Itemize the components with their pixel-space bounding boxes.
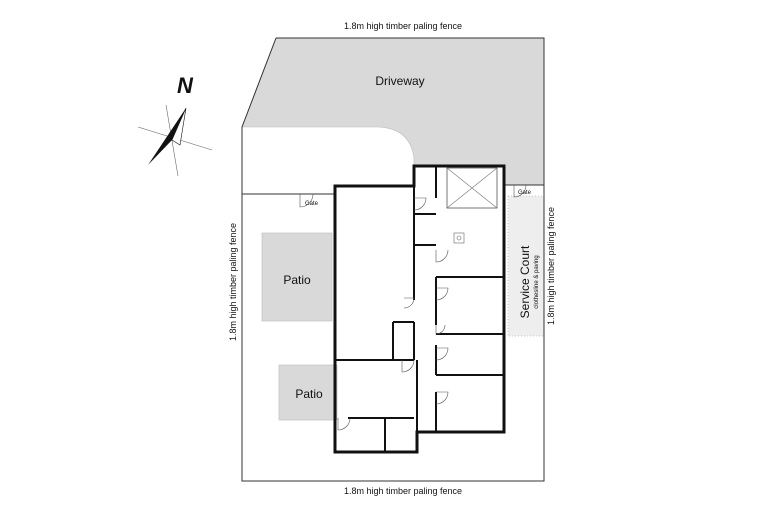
patio-upper: [261, 232, 333, 322]
north-arrow: [137, 104, 213, 177]
fence-label-bottom: 1.8m high timber paling fence: [344, 486, 462, 496]
site-boundary: [241, 37, 545, 482]
gate-right-swing: [513, 184, 527, 198]
patio-lower-label: Patio: [295, 387, 323, 401]
patio-upper-label: Patio: [283, 273, 311, 287]
fence-label-right: 1.8m high timber paling fence: [546, 207, 556, 325]
house-outline: [333, 164, 506, 454]
fence-label-top: 1.8m high timber paling fence: [344, 21, 462, 31]
service-court-label: Service Court: [518, 245, 532, 318]
north-label: N: [177, 73, 194, 98]
patio-lower: [278, 364, 338, 421]
service-court-note: clothesline & paving: [534, 255, 540, 308]
service-court-paving: [507, 195, 545, 337]
driveway-label: Driveway: [375, 74, 424, 88]
skylight: [446, 167, 498, 209]
gate-left-swing: [299, 193, 314, 208]
driveway-area: [241, 37, 545, 186]
light-fixture-icon: [453, 232, 465, 244]
gate-right-label: Gate: [518, 190, 532, 196]
gate-left-label: Gate: [305, 201, 319, 207]
north-arrow-icon: [148, 108, 186, 165]
interior-walls: [335, 166, 504, 452]
door-swings: [337, 197, 449, 431]
fence-label-left: 1.8m high timber paling fence: [228, 223, 238, 341]
